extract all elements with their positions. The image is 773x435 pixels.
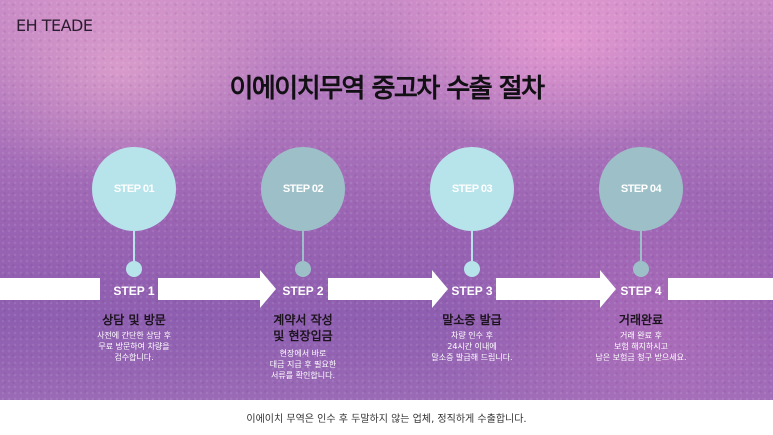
arrow-head [432,270,448,308]
step-1-name: 상담 및 방문 [102,313,166,327]
step-4-circle: STEP 04 [599,147,683,231]
step-1-circle: STEP 01 [92,147,176,231]
step-4-name: 거래완료 [618,313,664,327]
step-2-node [295,261,311,277]
step-3-name: 말소증 발급 [442,313,502,327]
step-1-description: 사전에 간단한 상담 후 무료 방문하여 차량을 검수합니다. [97,331,171,362]
step-3-label: STEP 3 [451,284,493,298]
step-1-stem [133,231,135,261]
arrow-segment [668,278,773,300]
process-slide: EH TEADE 이에이치무역 중고차 수출 절차 STEP 01 STEP 1… [0,0,773,400]
footer-note: 이에이치 무역은 인수 후 두말하지 않는 업체, 정직하게 수출합니다. [0,400,773,435]
arrow-segment [158,278,260,300]
step-3-stem [471,231,473,261]
step-4-label: STEP 4 [620,284,662,298]
step-3-circle: STEP 03 [430,147,514,231]
step-1-node [126,261,142,277]
page-title: 이에이치무역 중고차 수출 절차 [229,74,545,104]
step-4-description: 거래 완료 후 보험 해지하시고 남은 보험금 청구 받으세요. [595,331,687,362]
step-2-stem [302,231,304,261]
arrow-segment [0,278,100,300]
step-3-description: 차량 인수 후 24시간 이내에 말소증 발급해 드립니다. [431,331,513,362]
arrow-segment [328,278,432,300]
step-2-name: 계약서 작성 및 현장입금 [273,313,333,343]
arrow-head [260,270,276,308]
step-2-label: STEP 2 [282,284,324,298]
arrow-head [600,270,616,308]
step-1-label: STEP 1 [113,284,155,298]
process-arrow-bar [0,270,773,310]
brand-logo: EH TEADE [16,16,93,35]
step-2-circle: STEP 02 [261,147,345,231]
arrow-segment [496,278,600,300]
step-4-stem [640,231,642,261]
step-2-description: 현장에서 바로 대금 지급 후 필요한 서류를 확인합니다. [269,349,337,380]
step-3-node [464,261,480,277]
step-4-node [633,261,649,277]
